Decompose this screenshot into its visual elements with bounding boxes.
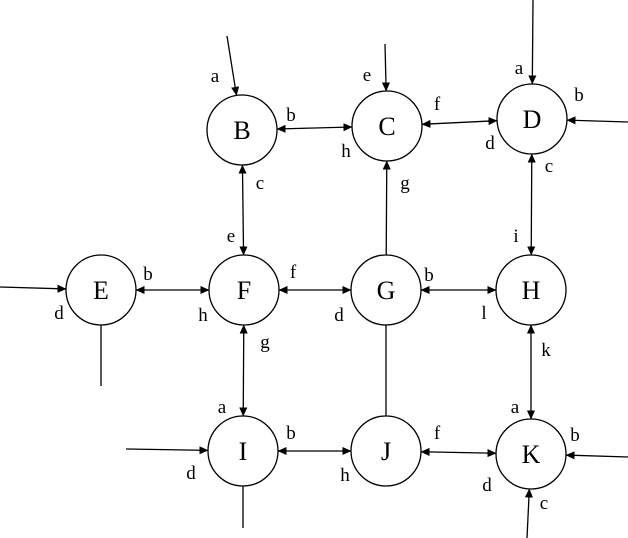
node-C: C (351, 90, 423, 162)
external-D-a (528, 0, 537, 85)
edge-F-I (239, 324, 248, 417)
external-E-d (0, 284, 67, 293)
node-H: H (495, 254, 567, 326)
node-K: K (495, 418, 567, 490)
port-label-C-g: g (400, 173, 410, 194)
port-label-C-f: f (434, 94, 441, 115)
port-label-J-h: h (340, 465, 350, 486)
node-H-label: H (522, 276, 541, 305)
edge-C-G (382, 160, 391, 256)
node-D-circle (496, 83, 568, 155)
node-I-circle (207, 415, 279, 487)
edge-B-F (238, 164, 248, 256)
port-label-B-a: a (211, 66, 220, 87)
edge-C-D (421, 117, 498, 128)
node-K-circle (495, 418, 567, 490)
port-label-H-i: i (513, 226, 518, 247)
port-label-K-b: b (570, 425, 580, 446)
node-B-circle (206, 94, 278, 166)
node-E: E (65, 254, 137, 326)
node-C-circle (351, 90, 423, 162)
port-label-D-d: d (485, 133, 495, 154)
port-label-F-e: e (227, 226, 235, 247)
port-label-H-k: k (541, 340, 551, 361)
port-label-K-c: c (540, 493, 548, 514)
node-K-label: K (522, 440, 541, 469)
external-K-b (565, 451, 628, 460)
node-G-label: G (377, 276, 396, 305)
port-label-F-h: h (198, 305, 208, 326)
port-label-J-f: f (434, 423, 441, 444)
edge-J-K (420, 447, 497, 458)
port-label-I-d: d (186, 463, 196, 484)
edge-B-C (276, 123, 353, 133)
node-F-label: F (237, 276, 251, 305)
port-label-D-a: a (515, 58, 524, 79)
node-F: F (208, 254, 280, 326)
port-label-E-d: d (54, 303, 64, 324)
node-F-circle (208, 254, 280, 326)
external-C-e (381, 43, 390, 92)
external-B-a (226, 35, 240, 96)
port-label-G-d: d (334, 305, 344, 326)
node-B: B (206, 94, 278, 166)
node-B-label: B (233, 116, 250, 145)
node-G-circle (350, 254, 422, 326)
node-E-circle (65, 254, 137, 326)
port-label-C-h: h (341, 141, 351, 162)
node-D-label: D (523, 105, 542, 134)
port-label-H-l: l (481, 303, 486, 324)
port-label-I-a: a (218, 397, 227, 418)
node-J-label: J (381, 437, 391, 466)
port-label-G-b: b (424, 265, 434, 286)
external-K-c (524, 488, 533, 538)
node-C-label: C (378, 112, 395, 141)
port-label-F-g: g (260, 332, 270, 353)
node-D: D (496, 83, 568, 155)
port-label-I-b: b (286, 423, 296, 444)
external-I-d (125, 446, 209, 455)
port-label-B-c: c (256, 173, 264, 194)
port-label-D-c: c (545, 156, 553, 177)
node-E-label: E (93, 276, 109, 305)
node-I-label: I (239, 437, 248, 466)
port-label-F-f: f (290, 262, 297, 283)
node-J-circle (350, 415, 422, 487)
port-label-E-b: b (143, 264, 153, 285)
port-label-B-b: b (286, 105, 296, 126)
external-D-b (566, 116, 628, 125)
port-label-K-d: d (482, 475, 492, 496)
port-label-K-a: a (511, 397, 520, 418)
node-I: I (207, 415, 279, 487)
node-H-circle (495, 254, 567, 326)
node-G: G (350, 254, 422, 326)
port-label-C-e: e (363, 65, 371, 86)
node-J: J (350, 415, 422, 487)
port-label-D-b: b (574, 85, 584, 106)
edge-D-H (527, 153, 536, 256)
